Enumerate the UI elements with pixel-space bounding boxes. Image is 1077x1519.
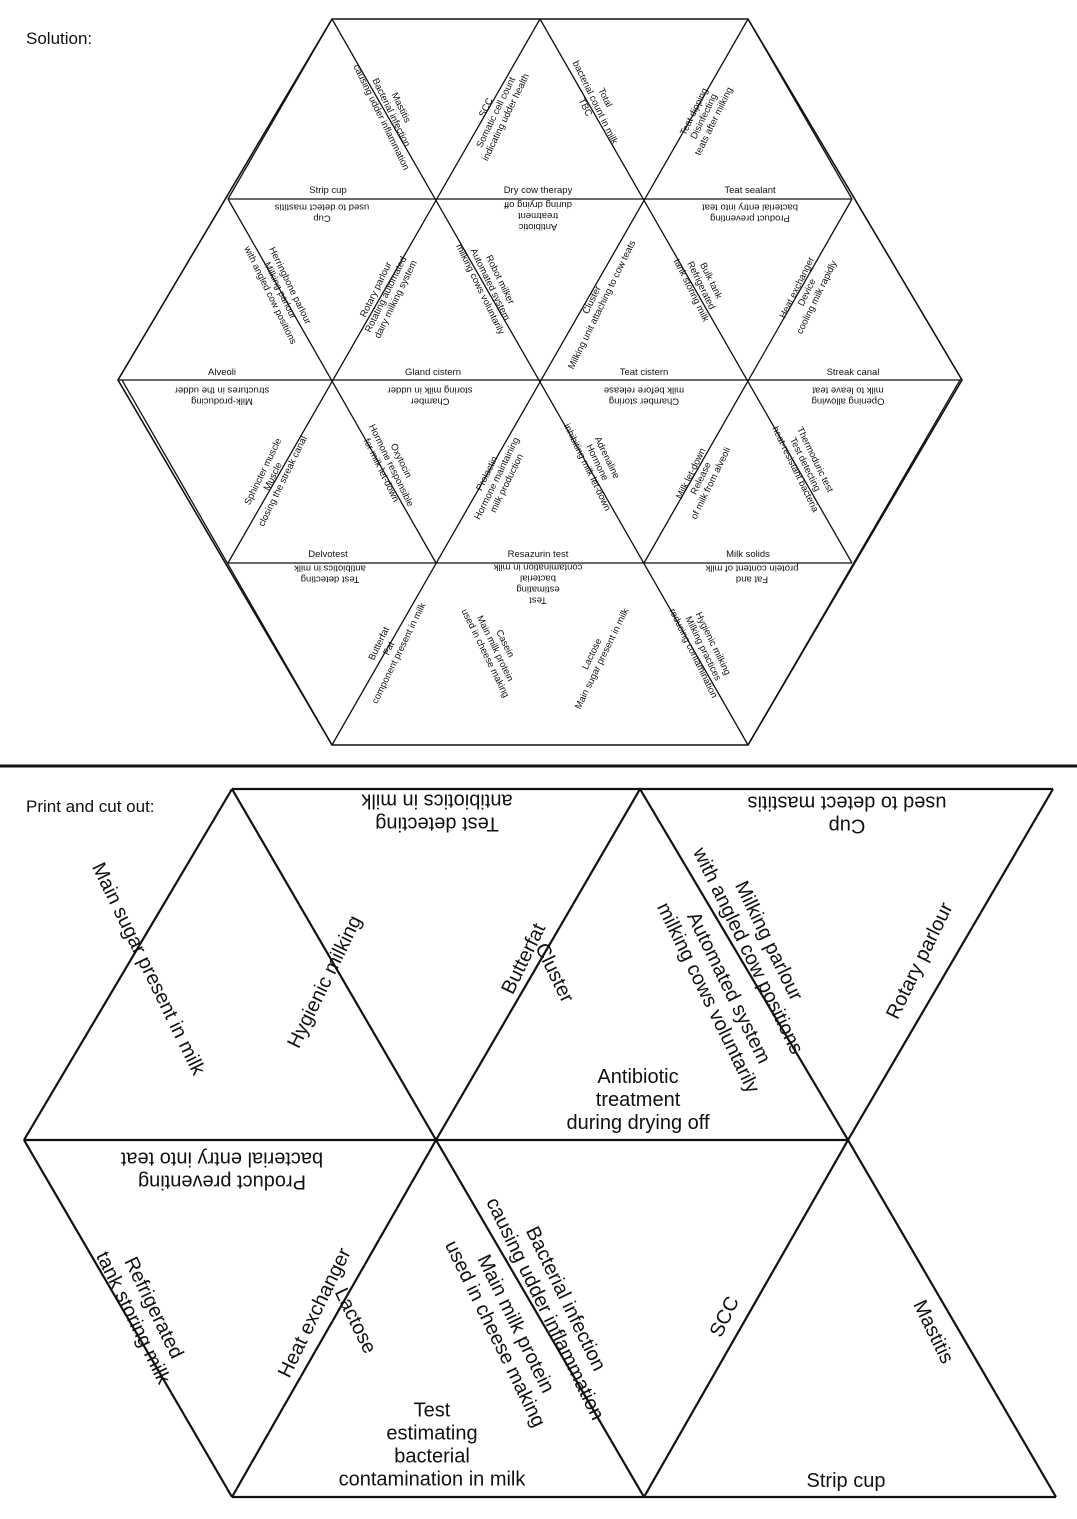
sol-delvotest-label: Delvotest	[308, 549, 348, 560]
sol-sphincter-label: Sphincter muscleMuscleclosing the streak…	[237, 425, 310, 529]
sol-gland-cistern-label: Gland cistern	[405, 367, 461, 378]
sol-hygienic-label: Hygienic milkingMilking practicesreducin…	[666, 597, 739, 700]
cut-hygienic-label: Hygienic milking	[283, 912, 366, 1052]
sol-rotary-label: Rotary parlourRotating automateddairy mi…	[353, 249, 420, 340]
sol-antibiotic-label: Antibiotictreatmentduring drying off	[504, 199, 572, 232]
sol-strip-cup-label: Strip cup	[309, 185, 347, 196]
solution-heading: Solution:	[26, 29, 92, 48]
grid-line	[121, 379, 333, 746]
grid-line	[331, 18, 749, 746]
sol-lactose-label: LactoseMain sugar present in milk	[563, 602, 631, 712]
sol-teat-cistern-label: Teat cistern	[620, 367, 669, 378]
cut-mastitis-label: Mastitis	[908, 1297, 957, 1368]
sol-resazurin-label: Resazurin test	[508, 549, 569, 560]
grid-line	[639, 788, 849, 1141]
sol-scc-label: SCCSomatic cell countindicating udder he…	[460, 62, 532, 162]
sol-milk-solids-label: Milk solids	[726, 549, 770, 560]
cut-rotary-label: Rotary parlour	[882, 899, 957, 1023]
sol-butterfat-label: ButterfatFatcomponent present in milk	[350, 591, 428, 705]
cut-strip-cup-label: Strip cup	[807, 1470, 886, 1492]
sol-adrenaline-label: AdrenalineHormoneinhibiting milk let-dow…	[561, 412, 633, 512]
cut-test-antibiotics-label: Test detectingantibiotics in milk	[360, 789, 512, 834]
sol-robot-label: Robot milkerAutomated systemmilking cows…	[453, 233, 526, 337]
cut-lactose-label: Lactose	[330, 1285, 380, 1358]
grid-line	[23, 1139, 233, 1498]
grid-line	[643, 198, 853, 564]
sol-chamber-storing-label: Chamber storingmilk before release	[604, 385, 684, 407]
grid-line	[435, 788, 641, 1141]
cut-cup-label: Cupused to detect mastitis	[748, 791, 947, 836]
sol-oxytocin-label: OxytocinHormone responsiblefor milk let-…	[356, 418, 425, 514]
grid-line	[227, 18, 541, 564]
sol-test-estimating-label: Testestimatingbacterialcontamination in …	[493, 562, 582, 606]
cut-refrigerated-label: Refrigeratedtank storing milk	[91, 1238, 195, 1388]
cutout-triangles: Main sugar present in milk Hygienic milki…	[23, 787, 1057, 1499]
sol-alveoli-label: Alveoli	[208, 367, 236, 378]
grid-line	[231, 788, 437, 1141]
cutout-heading: Print and cut out:	[26, 797, 155, 816]
sol-product-label: Product preventingbacterial entry into t…	[702, 202, 798, 224]
grid-line	[847, 1139, 1057, 1498]
grid-line	[435, 1139, 645, 1498]
sol-teat-sealant-label: Teat sealant	[724, 185, 776, 196]
hexagon-labels: MastitisBacterial infectioncausing udder…	[175, 53, 885, 712]
sol-milk-producing-label: Milk-producingstructures in the udder	[175, 385, 270, 407]
sol-dry-cow-label: Dry cow therapy	[504, 185, 573, 196]
sol-mastitis-label: MastitisBacterial infectioncausing udder…	[350, 53, 431, 172]
cut-main-sugar-label: Main sugar present in milk	[87, 859, 210, 1079]
solution-hexagon: MastitisBacterial infectioncausing udder…	[117, 18, 963, 746]
grid-line	[539, 18, 853, 564]
grid-line	[231, 1139, 437, 1498]
sol-streak-canal-label: Streak canal	[827, 367, 880, 378]
sol-test-antibiotics-label: Test detectingantibiotics in milk	[294, 563, 366, 585]
sol-thermoduric-label: Thermoduric testTest detectingheat-resis…	[769, 415, 840, 515]
sol-milk-letdown-label: Milk let-downReleaseof milk from alveoli	[669, 436, 733, 521]
sol-prolactin-label: ProlactinHormone maintainingmilk product…	[463, 431, 532, 527]
cutout-grid-lines	[23, 787, 1057, 1499]
grid-line	[747, 379, 961, 746]
hexagon-grid-lines	[118, 18, 962, 746]
sol-herringbone-label: Herringbone parlourMilking parlourwith a…	[241, 234, 318, 346]
sol-chamber-label: Chamberstoring milk in udder	[387, 385, 472, 407]
grid-line	[23, 788, 233, 1141]
grid-line	[643, 1139, 849, 1498]
sol-casein-label: CaseinMain milk proteinused in cheese ma…	[459, 598, 531, 700]
sol-fat-protein-label: Fat andprotein content of milk	[705, 563, 798, 585]
sol-cup-label: Cupused to detect mastitis	[274, 202, 369, 224]
sol-opening-label: Opening allowingmilk to leave teat	[812, 385, 885, 407]
cut-product-label: Product preventingbacterial entry into t…	[120, 1147, 323, 1192]
sol-teat-dipping-label: Teat dippingDisinfectingteats after milk…	[673, 76, 735, 157]
grid-line	[847, 788, 1054, 1141]
grid-line	[747, 18, 853, 200]
sol-cluster-label: ClusterMilking unit attaching to cow tea…	[556, 234, 638, 372]
grid-line	[227, 18, 333, 200]
cut-cluster-label: Cluster	[530, 940, 578, 1007]
sol-heat-exchanger-label: Heat exchangerDevicecooling milk rapidly	[775, 249, 840, 336]
sol-bulk-tank-label: Bulk tankRefrigeratedtank storing milk	[671, 248, 731, 324]
sol-tbc-label: Totalbacterial count in milkTBC	[560, 54, 630, 151]
